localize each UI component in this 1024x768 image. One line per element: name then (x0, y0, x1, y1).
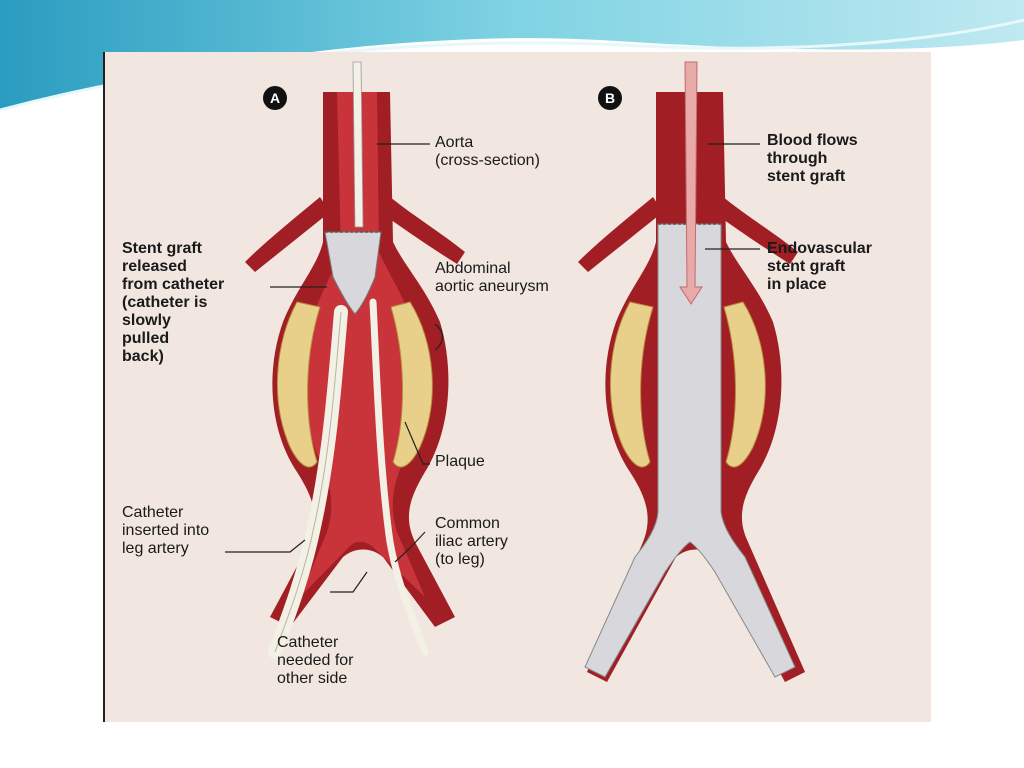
label-blood-flows: Blood flows through stent graft (767, 132, 858, 185)
label-plaque: Plaque (435, 453, 485, 470)
panel-a-vessel (245, 61, 465, 659)
label-endovascular-stent-graft: Endovascular stent graft in place (767, 240, 872, 293)
leader-lines (225, 143, 760, 593)
panel-a-badge: A (263, 86, 287, 110)
label-abdominal-aortic-aneurysm: Abdominal aortic aneurysm (435, 260, 549, 295)
label-common-iliac-artery: Common iliac artery (to leg) (435, 515, 508, 568)
label-stent-graft-released: Stent graft released from catheter (cath… (122, 240, 225, 365)
illustration-svg (225, 61, 805, 682)
label-catheter-inserted: Catheter inserted into leg artery (122, 504, 210, 557)
panel-b-vessel (578, 61, 805, 682)
endovascular-aneurysm-repair-figure: A B Aorta (cross-section) Stent graft re… (103, 52, 931, 722)
label-aorta: Aorta (cross-section) (435, 134, 540, 169)
panel-b-badge: B (598, 86, 622, 110)
label-catheter-needed: Catheter needed for other side (277, 634, 354, 687)
